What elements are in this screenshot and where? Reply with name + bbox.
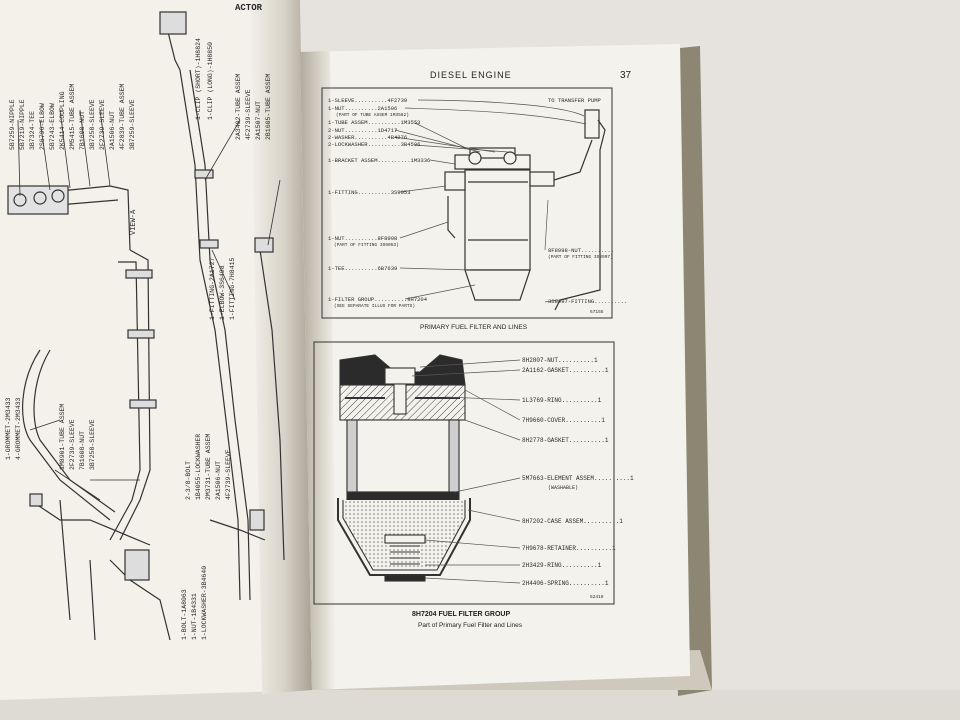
view-label: VIEW-A — [130, 209, 138, 235]
left-label: 2A1506-NUT — [109, 111, 116, 150]
fig1-label: 1-NUT..........8F8998 — [328, 235, 397, 242]
page-header: DIESEL ENGINE — [430, 70, 512, 80]
left-label: 5B7259-NIPPLE — [9, 99, 16, 150]
left-label: 1-BOLT-1A8063 — [181, 589, 188, 640]
fig1-code: 67155 — [590, 309, 604, 315]
left-label: 7B1608-NUT — [79, 431, 86, 470]
left-label: 1-GROMMET-2M3433 — [5, 397, 12, 460]
fig1-label: (SEE SEPARATE ILLUS FOR PARTS) — [334, 303, 415, 309]
fig1-label: (PART OF FITTING 3S8997) — [548, 254, 613, 260]
left-label: 4F2739-SLEEVE — [225, 449, 232, 500]
left-label: 4F2839-TUBE ASSEM — [119, 84, 126, 150]
left-label: 2F2739-SLEEVE — [99, 99, 106, 150]
left-label: 3B7324-TEE — [29, 111, 36, 150]
left-header-fragment: ACTOR — [235, 3, 263, 13]
left-page — [0, 0, 312, 700]
left-label: 4-GROMMET-2M3433 — [15, 397, 22, 460]
fig2-part-label: 1L3769-RING..........1 — [522, 397, 602, 404]
fig2-part-label: 7H9660-COVER..........1 — [522, 417, 605, 424]
fig1-label: (PART OF FITTING 3S9053) — [334, 242, 399, 248]
left-label: 1-NUT-1B4331 — [191, 593, 198, 640]
left-label: 3B7258-SLEEVE — [89, 99, 96, 150]
left-label: 1B4055-LOCKWASHER — [195, 434, 202, 500]
fig2-part-label: 8H2778-GASKET..........1 — [522, 437, 609, 444]
fig2-part-label: 5M7663-ELEMENT ASSEM..........1 — [522, 475, 634, 482]
fig2-code: 62419 — [590, 594, 604, 600]
page-number: 37 — [620, 70, 632, 81]
left-label: 2K5414-COUPLING — [59, 91, 66, 150]
left-label: 1-CLIP (LONG)-1H8850 — [207, 42, 214, 120]
left-label: 2-3/8-BOLT — [185, 461, 192, 500]
fig2-part-label: 2H3429-RING..........1 — [522, 562, 602, 569]
left-page-labels: ACTOR VIEW-A 5B7259-NIPPLE 5B7219-NIPPLE… — [5, 3, 272, 640]
left-label: 2F2739-SLEEVE — [69, 419, 76, 470]
fig1-label: 1-BRACKET ASSEM..........1M3336 — [328, 157, 430, 164]
fig1-label: 2-LOCKWASHER..........3B4506 — [328, 141, 420, 148]
fig2-caption: 8H7204 FUEL FILTER GROUP — [412, 611, 510, 618]
fig1-label: 1-FITTING..........3S9053 — [328, 189, 411, 196]
left-label: 2A1506-NUT — [215, 461, 222, 500]
fig1-label: 1-TUBE ASSEM..........1M3553 — [328, 119, 420, 126]
fig2-subcaption: Part of Primary Fuel Filter and Lines — [418, 622, 523, 629]
fig2-part-label: (WASHABLE) — [548, 485, 578, 491]
fig2-part-label: 7H9678-RETAINER..........1 — [522, 545, 616, 552]
figure-primary-fuel-filter: 1-SLEEVE..........4F2739 1-NUT..........… — [321, 87, 627, 319]
fig1-label: 2-WASHER..........4B4276 — [328, 134, 407, 141]
fig2-part-label: 2H4406-SPRING..........1 — [522, 580, 609, 587]
left-label: 2A1507-NUT — [255, 101, 262, 140]
fig1-label: 1-NUT..........2A1506 — [328, 105, 397, 112]
fig1-label: 1-FILTER GROUP..........8H7204 — [328, 296, 428, 303]
fig2-part-label: 8H2807-NUT..........1 — [522, 357, 598, 364]
left-label: 4F2739-SLEEVE — [245, 89, 252, 140]
left-label: 3B7259-SLEEVE — [129, 99, 136, 150]
left-label: 2B1605-TUBE ASSEM — [265, 74, 272, 140]
left-label: 1-ELBOW-3S6498 — [219, 265, 226, 320]
left-page-diagram — [7, 11, 285, 641]
fig1-label: 2-NUT..........1D4717 — [328, 127, 397, 134]
fig1-caption: PRIMARY FUEL FILTER AND LINES — [420, 324, 528, 331]
left-label: 1-CLIP (SHORT)-1H8824 — [195, 38, 202, 120]
fig1-label: (PART OF TUBE ASSEM 1M3562) — [336, 112, 409, 118]
left-label: 5B7219-NIPPLE — [19, 99, 26, 150]
left-label: 2M5415-TUBE ASSEM — [69, 84, 76, 150]
fig2-part-label: 2A1162-GASKET..........1 — [522, 367, 609, 374]
left-label: 2A3402-TUBE ASSEM — [235, 74, 242, 140]
fig1-label: 1-SLEEVE..........4F2739 — [328, 97, 407, 104]
left-label: 7B1608-NUT — [79, 111, 86, 150]
left-label: 2M3731-TUBE ASSEM — [205, 434, 212, 500]
fig1-label: 3S8997-FITTING.......... — [548, 298, 627, 305]
left-label: 5B7243-ELBOW — [49, 103, 56, 150]
fig1-label: TO TRANSFER PUMP — [548, 97, 601, 104]
left-label: 1-FITTING-7H8415 — [229, 257, 236, 320]
fig2-part-label: 8H7202-CASE ASSEM..........1 — [522, 518, 623, 525]
left-label: 2S6796-ELBOW — [39, 103, 46, 150]
fig1-label: 1-TEE..........6B7639 — [328, 265, 397, 272]
fig1-label: 8F8998-NUT.......... — [548, 247, 614, 254]
figure-fuel-filter-group: 8H2807-NUT..........1 2A1162-GASKET.....… — [313, 341, 634, 605]
left-label: 1-FITTING-2A1727 — [209, 257, 216, 320]
left-label: 1M8901-TUBE ASSEM — [59, 404, 66, 470]
left-label: 3B7258-SLEEVE — [89, 419, 96, 470]
left-label: 1-LOCKWASHER-3B4640 — [201, 566, 208, 640]
